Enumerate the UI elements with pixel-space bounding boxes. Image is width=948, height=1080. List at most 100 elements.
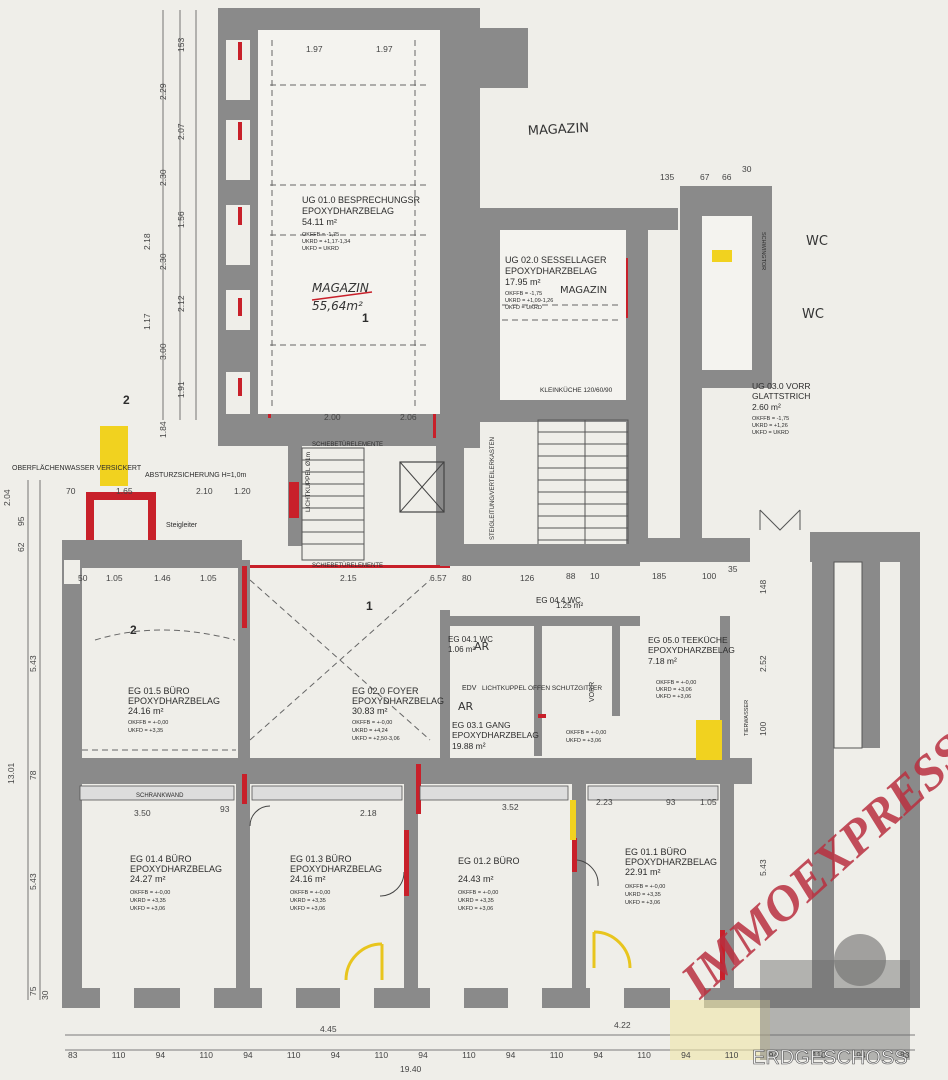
svg-text:4.45: 4.45 <box>320 1024 337 1034</box>
svg-text:1.46: 1.46 <box>154 573 171 583</box>
room-label-eg012: EG 01.2 BÜRO 24.43 m² OKFFB = +-0,00 UKR… <box>458 856 520 912</box>
dims-office-widths: 3.50 93 2.18 3.52 2.23 93 1.05 <box>134 797 717 818</box>
svg-text:UKRD = +1,17-1,34: UKRD = +1,17-1,34 <box>302 239 350 245</box>
svg-text:19.88 m²: 19.88 m² <box>452 741 486 751</box>
svg-text:OKFFB = +-0,00: OKFFB = +-0,00 <box>352 720 392 726</box>
svg-text:30.83 m²: 30.83 m² <box>352 706 388 716</box>
room-label-eg015: EG 01.5 BÜRO EPOXYDHARZBELAG 24.16 m² OK… <box>128 686 220 734</box>
svg-text:UKRD = +3,35: UKRD = +3,35 <box>290 898 326 904</box>
label-oberflaechen: OBERFLÄCHENWASSER VERSICKERT <box>12 464 142 472</box>
room-label-eg013: EG 01.3 BÜRO EPOXYDHARZBELAG 24.16 m² OK… <box>290 854 382 912</box>
svg-text:2.30: 2.30 <box>158 169 168 186</box>
dims-left-col2: 2.30 2.30 3.00 2.18 1.17 <box>142 169 168 360</box>
svg-text:2.07: 2.07 <box>176 123 186 140</box>
svg-text:EPOXYDHARZBELAG: EPOXYDHARZBELAG <box>290 864 382 874</box>
svg-text:1.05: 1.05 <box>106 573 123 583</box>
label-schwingtor: SCHWINGTOR <box>760 232 766 270</box>
annotation-marker1: 1 <box>362 311 369 325</box>
svg-text:100: 100 <box>702 571 716 581</box>
svg-text:6.57: 6.57 <box>430 573 447 583</box>
room-label-ug030: UG 03.0 VORR GLATTSTRICH 2.60 m² OKFFB =… <box>752 381 811 436</box>
svg-text:1.65: 1.65 <box>116 486 133 496</box>
dims-bottom-small: 4.45 4.22 <box>320 1020 631 1034</box>
dim-bottom-row-value: 94 <box>681 1050 691 1060</box>
annotation-ar2: AR <box>458 700 474 713</box>
dim-bottom-row-value: 110 <box>462 1050 476 1060</box>
svg-text:OKFFB = +-0,00: OKFFB = +-0,00 <box>128 720 168 726</box>
dim-bottom-row-value: 94 <box>418 1050 428 1060</box>
annotation-marker1b: 1 <box>366 599 373 613</box>
svg-text:1.97: 1.97 <box>376 44 393 54</box>
svg-text:62: 62 <box>16 542 26 552</box>
room-label-ug010: UG 01.0 BESPRECHUNGSR EPOXYDHARZBELAG 54… <box>302 195 421 252</box>
svg-text:EPOXYDHARZBELAG: EPOXYDHARZBELAG <box>452 730 539 740</box>
svg-text:3.00: 3.00 <box>158 343 168 360</box>
label-steigleitung: STEIGLEITUNG/VERTEILERKASTEN <box>490 437 496 540</box>
svg-text:OKFFB = +-0,00: OKFFB = +-0,00 <box>290 890 330 896</box>
dim-bottom-row-value: 94 <box>594 1050 604 1060</box>
svg-text:5.43: 5.43 <box>28 873 38 890</box>
dim-bottom-total: 19.40 <box>400 1064 422 1074</box>
room-ug010 <box>258 30 440 414</box>
svg-text:UG 01.0 BESPRECHUNGSR: UG 01.0 BESPRECHUNGSR <box>302 195 421 205</box>
dims-row-mid: 70 1.65 2.10 1.20 <box>66 486 251 496</box>
dim-bottom-row-value: 94 <box>243 1050 253 1060</box>
svg-text:UKRD = +1,09-1,26: UKRD = +1,09-1,26 <box>505 298 553 304</box>
svg-text:3.50: 3.50 <box>134 808 151 818</box>
annotation-magazin-area: MAGAZIN <box>312 281 369 295</box>
svg-text:EG 01.4 BÜRO: EG 01.4 BÜRO <box>130 854 192 864</box>
svg-text:1.05: 1.05 <box>700 797 717 807</box>
svg-text:80: 80 <box>462 573 472 583</box>
svg-text:4.22: 4.22 <box>614 1020 631 1030</box>
svg-text:2.29: 2.29 <box>158 83 168 100</box>
svg-text:UKFD = +3,06: UKFD = +3,06 <box>625 900 660 906</box>
dim-bottom-row-value: 110 <box>550 1050 564 1060</box>
svg-text:2.18: 2.18 <box>360 808 377 818</box>
svg-text:UKFD = UKRD: UKFD = UKRD <box>302 246 339 252</box>
svg-text:24.16 m²: 24.16 m² <box>290 874 326 884</box>
svg-text:75: 75 <box>28 986 38 996</box>
svg-text:2.60 m²: 2.60 m² <box>752 402 781 412</box>
room-label-eg014: EG 01.4 BÜRO EPOXYDHARZBELAG 24.27 m² OK… <box>130 854 222 912</box>
eg-dashed-guides <box>82 579 431 751</box>
right-empty-rooms <box>759 509 863 749</box>
annotation-marker2b: 2 <box>130 623 137 637</box>
dims-right-vert: 148 2.52 100 5.43 <box>758 580 768 876</box>
svg-text:1.97: 1.97 <box>306 44 323 54</box>
annotation-magazin-sessel: MAGAZIN <box>560 285 607 296</box>
svg-text:10: 10 <box>590 571 600 581</box>
room-ug030 <box>702 216 752 370</box>
svg-text:OKFFB = -1,75: OKFFB = -1,75 <box>505 291 542 297</box>
svg-text:EPOXYDHARZBELAG: EPOXYDHARZBELAG <box>302 206 394 216</box>
svg-text:EG 04.4 WC: EG 04.4 WC <box>536 596 581 605</box>
svg-text:1.06 m²: 1.06 m² <box>448 645 475 654</box>
svg-text:EPOXYDHARZBELAG: EPOXYDHARZBELAG <box>648 645 735 655</box>
label-kleinkueche: KLEINKÜCHE 120/60/90 <box>540 386 613 394</box>
dims-right-top: 135 67 66 30 <box>660 164 752 182</box>
svg-text:OKFFB = +-0,00: OKFFB = +-0,00 <box>458 890 498 896</box>
svg-text:93: 93 <box>220 804 230 814</box>
annotation-magazin-area-value: 55,64m² <box>312 299 363 313</box>
svg-text:OKFFB = +-0,00: OKFFB = +-0,00 <box>625 884 665 890</box>
left-dimension-lines <box>27 10 915 1051</box>
annotation-magazin-top: MAGAZIN <box>527 121 589 139</box>
dim-bottom-row-value: 110 <box>637 1050 651 1060</box>
lift-shaft <box>399 461 445 513</box>
dim-bottom-row-value: 110 <box>812 1050 826 1060</box>
svg-text:1.56: 1.56 <box>176 211 186 228</box>
svg-text:EG 02.0 FOYER: EG 02.0 FOYER <box>352 686 419 696</box>
ug-outer-walls <box>218 8 772 566</box>
svg-text:24.16 m²: 24.16 m² <box>128 706 164 716</box>
room-label-ug020: UG 02.0 SESSELLAGER EPOXYDHARZBELAG 17.9… <box>505 255 607 311</box>
svg-text:1.20: 1.20 <box>234 486 251 496</box>
svg-text:17.95 m²: 17.95 m² <box>505 277 541 287</box>
room-label-eg041: EG 04.1 WC 1.06 m² <box>448 635 493 654</box>
svg-text:UKRD = +1,26: UKRD = +1,26 <box>752 423 788 429</box>
svg-text:30: 30 <box>742 164 752 174</box>
annotation-ar1: AR <box>474 640 490 653</box>
dim-bottom-row-value: 94 <box>769 1050 779 1060</box>
label-lichtkuppel2: LICHTKUPPEL OFFEN SCHUTZGITTER <box>482 685 602 692</box>
label-absturz: ABSTURZSICHERUNG H=1,0m <box>145 472 246 479</box>
svg-text:EG 03.1 GANG: EG 03.1 GANG <box>452 720 511 730</box>
